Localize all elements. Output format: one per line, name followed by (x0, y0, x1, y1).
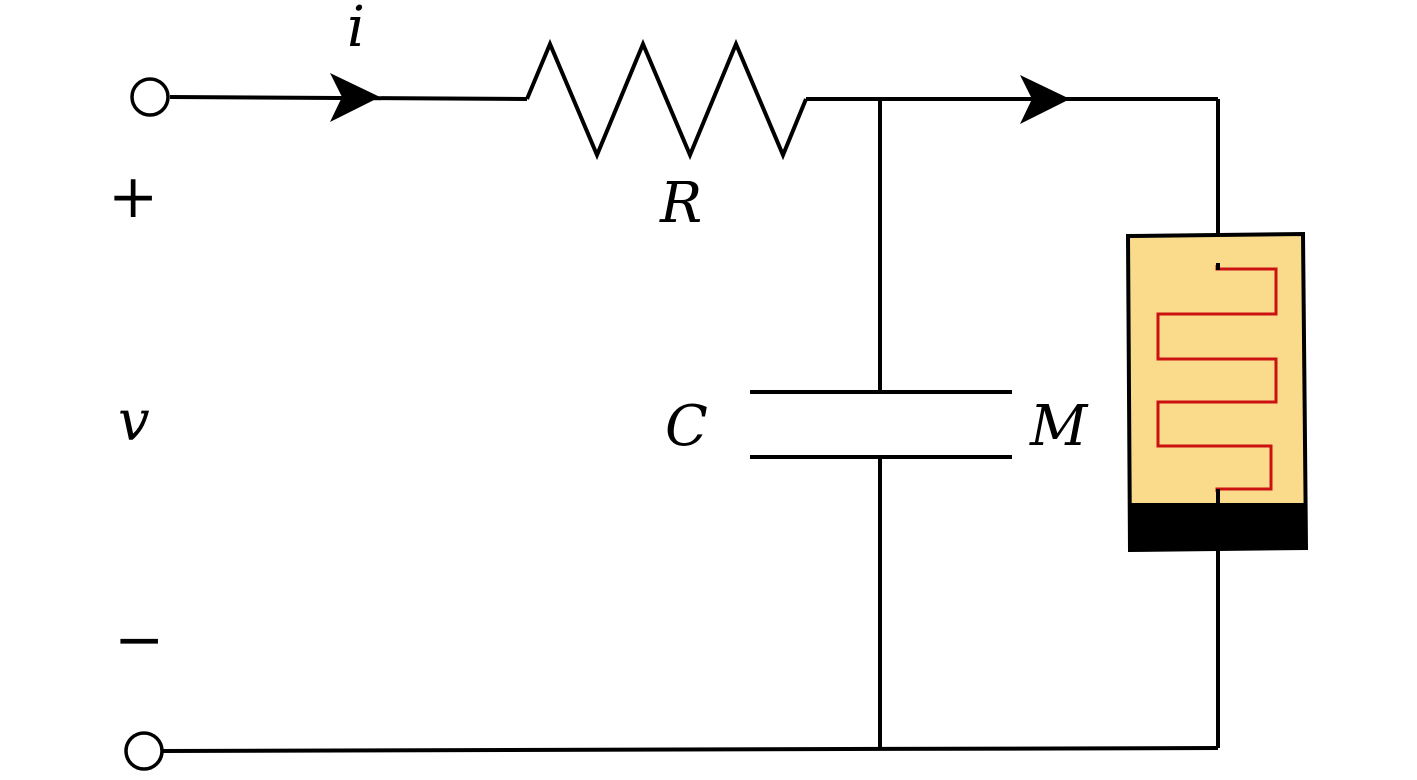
bottom-return-wire (162, 746, 1219, 753)
terminal-negative (124, 731, 164, 771)
capacitor-label: C (665, 394, 708, 459)
current-arrow-memristor (1020, 75, 1070, 124)
current-arrow-input (330, 73, 380, 122)
minus-sign: − (114, 605, 164, 675)
current-label: i (347, 0, 365, 60)
voltage-label: v (118, 389, 150, 454)
resistor-label: R (659, 171, 702, 236)
terminal-positive (130, 77, 170, 117)
resistor-zigzag (525, 38, 808, 161)
plus-sign: + (108, 162, 158, 232)
memristor-coil (1156, 265, 1278, 492)
memristor-symbol (1125, 231, 1309, 553)
memristor-polarity-band (1129, 503, 1306, 550)
memristor-label: M (1029, 394, 1089, 459)
